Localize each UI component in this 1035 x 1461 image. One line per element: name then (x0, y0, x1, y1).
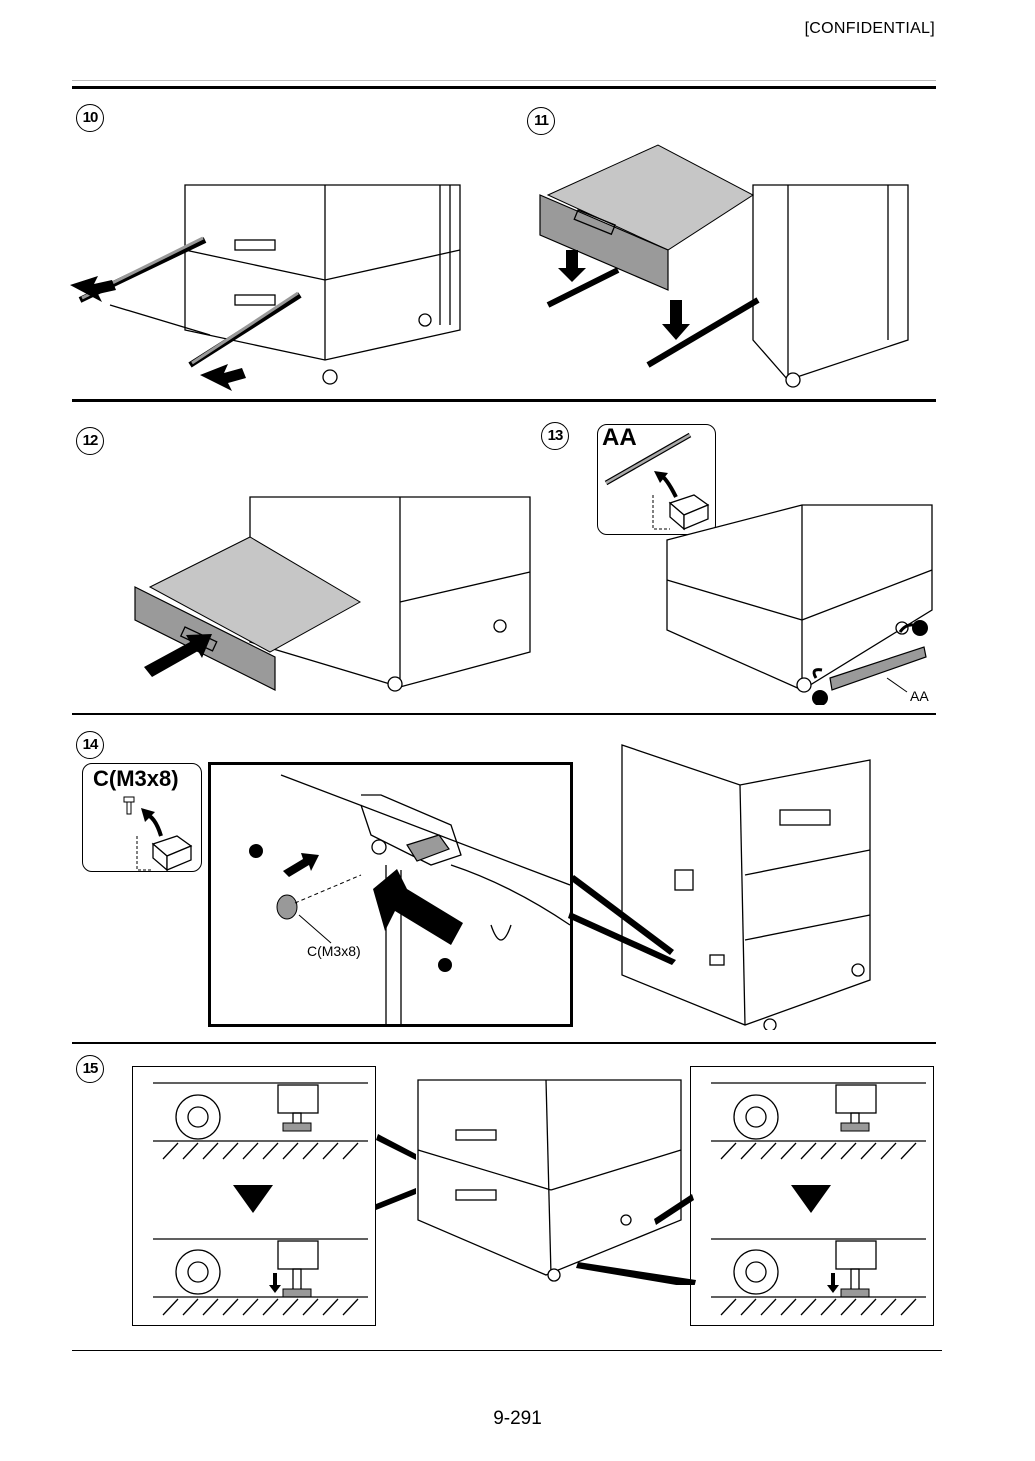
illustration-step-14 (568, 744, 871, 1030)
detail-view-leveler-left (132, 1066, 376, 1326)
illustration-step-11 (539, 144, 909, 388)
section-divider (72, 1042, 936, 1044)
step-number-11: 11 (527, 107, 555, 135)
part-callout-AA: AA (910, 688, 929, 704)
header-divider (72, 80, 936, 81)
step-number-13: 13 (541, 422, 569, 450)
step-number-10: 10 (76, 104, 104, 132)
parts-box-AA: AA (597, 424, 716, 535)
parts-box-label: C(M3x8) (93, 766, 179, 791)
detail-view-leveler-right (690, 1066, 934, 1326)
page-number: 9-291 (493, 1408, 542, 1429)
step-number-14: 14 (76, 731, 104, 759)
confidential-label: [CONFIDENTIAL] (804, 20, 935, 37)
section-divider (72, 399, 936, 402)
part-callout-C-M3x8: C(M3x8) (307, 943, 361, 959)
section-divider (72, 713, 936, 715)
detail-view-screw: C(M3x8) (208, 762, 573, 1027)
section-divider (72, 86, 936, 89)
illustration-step-12 (134, 496, 531, 692)
step-number-12: 12 (76, 427, 104, 455)
illustration-step-10 (70, 184, 461, 391)
illustration-step-15 (376, 1079, 696, 1285)
parts-box-label: AA (602, 424, 637, 451)
step-number-15: 15 (76, 1055, 104, 1083)
footer-divider (72, 1350, 942, 1351)
parts-box-C-M3x8: C(M3x8) (82, 763, 202, 872)
illustration-step-13 (666, 504, 933, 705)
